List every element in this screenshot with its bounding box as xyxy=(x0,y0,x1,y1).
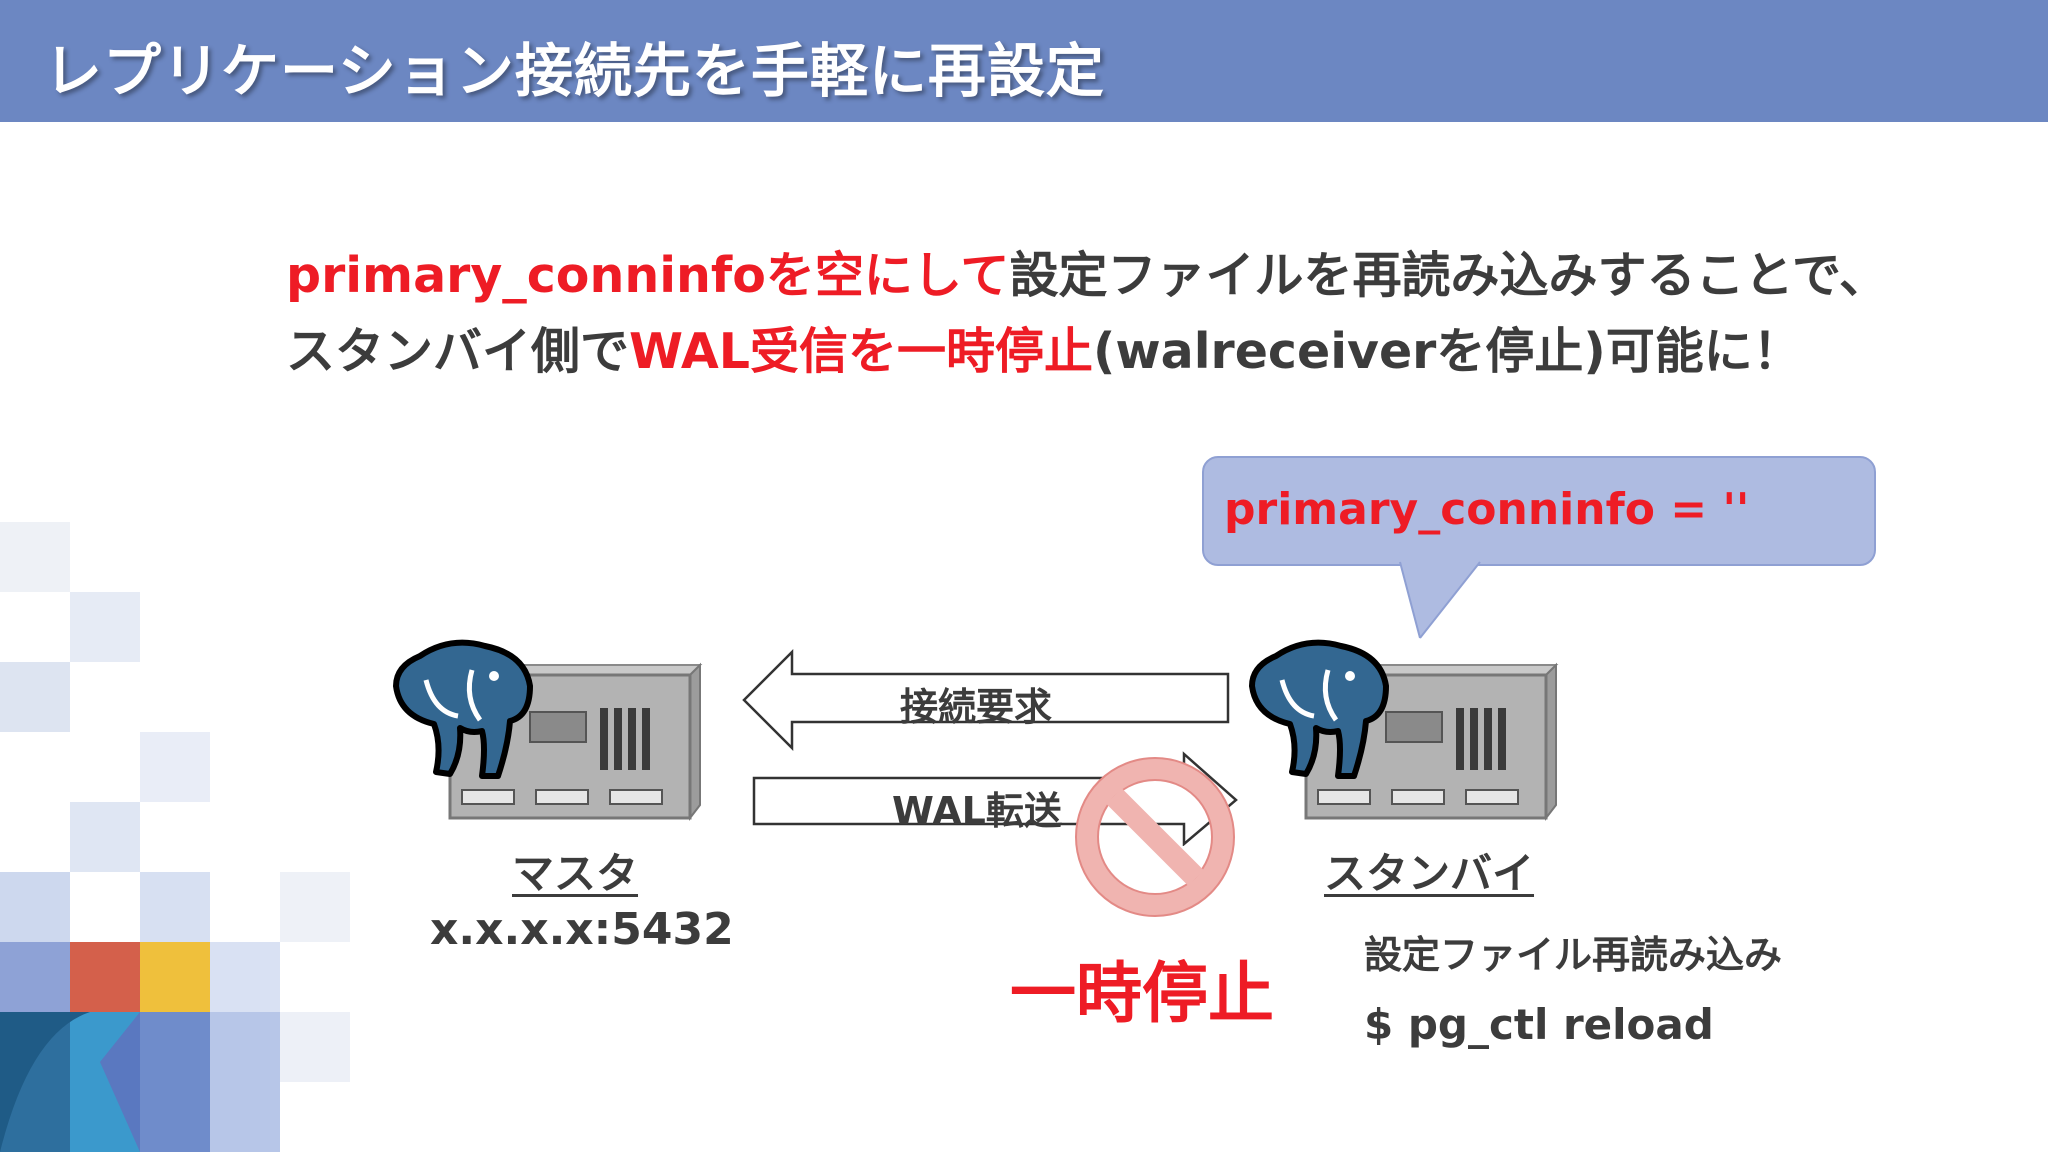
connect-request-arrow xyxy=(742,648,1230,752)
config-bubble xyxy=(1202,456,1876,566)
postgresql-elephant-icon xyxy=(1249,639,1389,779)
lead-line-1-rest: 設定ファイルを再読み込みすることで、 xyxy=(1009,247,1889,304)
lead-line-1-highlight: primary_conninfoを空にして xyxy=(286,247,1010,304)
reload-label: 設定ファイル再読み込み xyxy=(1364,933,1783,977)
slide-title: レプリケーション接続先を手軽に再設定 xyxy=(44,37,1105,105)
bubble-text: primary_conninfo = '' xyxy=(1224,484,1750,535)
postgresql-elephant-icon xyxy=(393,639,533,779)
title-bar: レプリケーション接続先を手軽に再設定 xyxy=(0,0,2048,122)
lead-line-2-highlight: WAL受信を一時停止 xyxy=(629,323,1094,380)
wal-transfer-label: WAL転送 xyxy=(892,789,1062,833)
no-entry-icon xyxy=(1075,757,1235,917)
reload-command: $ pg_ctl reload xyxy=(1364,1000,1714,1049)
connect-request-label: 接続要求 xyxy=(900,685,1053,729)
master-label: マスタ xyxy=(512,849,639,898)
lead-line-1: primary_conninfoを空にして設定ファイルを再読み込みすることで、 xyxy=(286,236,1888,307)
master-address: x.x.x.x:5432 xyxy=(430,904,734,955)
standby-label: スタンバイ xyxy=(1324,849,1535,898)
pause-label: 一時停止 xyxy=(1010,955,1274,1032)
bubble-tail xyxy=(1399,561,1481,639)
lead-line-2-rest: (walreceiverを停止)可能に！ xyxy=(1093,323,1802,380)
lead-line-2: スタンバイ側でWAL受信を一時停止(walreceiverを停止)可能に！ xyxy=(286,312,1802,383)
lead-line-2-start: スタンバイ側で xyxy=(286,323,630,380)
